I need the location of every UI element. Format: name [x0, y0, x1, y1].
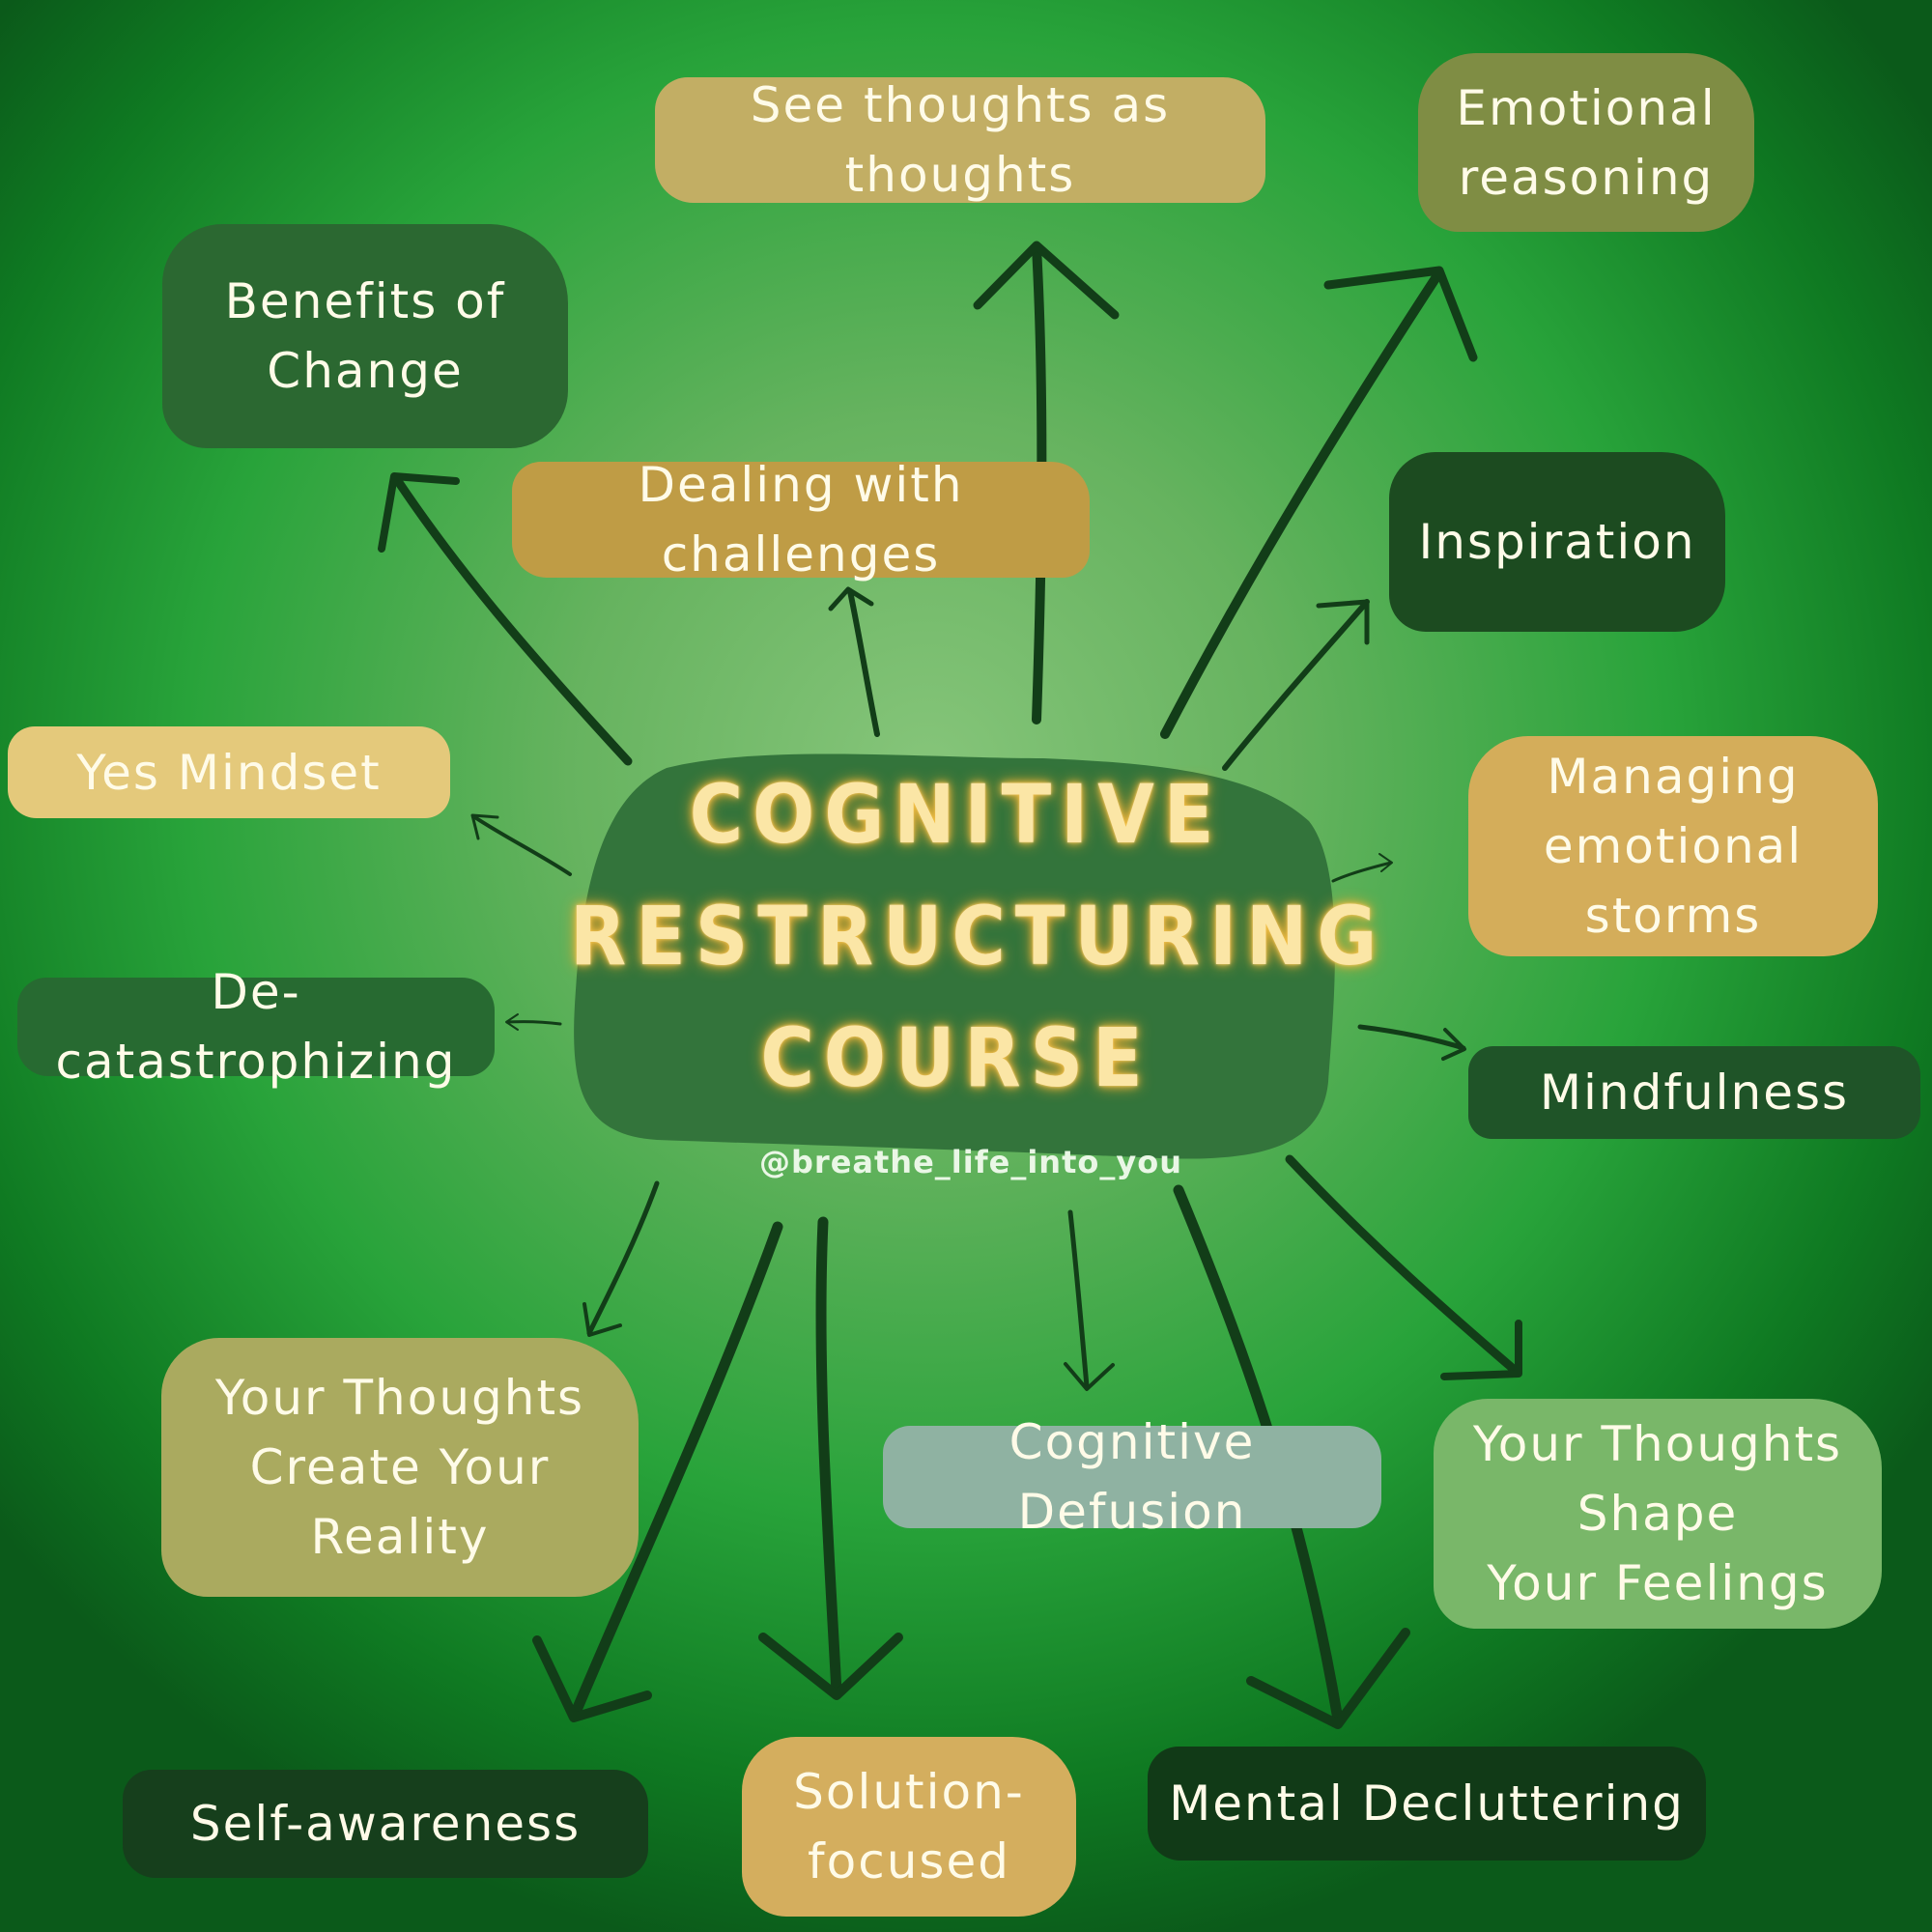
arrowhead-see-thoughts: [973, 241, 1120, 320]
arrow-to-dealing-with-challenges: [847, 588, 880, 737]
center-blob: [574, 753, 1335, 1159]
node-your-thoughts-create: Your Thoughts Create Your Reality: [161, 1338, 639, 1597]
arrow-to-your-thoughts-shape: [1285, 1154, 1521, 1377]
node-label: Solution- focused: [793, 1764, 1025, 1889]
node-de-catastrophizing: De-catastrophizing: [17, 964, 495, 1090]
arrowhead-your-thoughts-create: [582, 1302, 622, 1337]
node-mental-decluttering: Mental Decluttering: [1148, 1747, 1706, 1861]
node-label: Cognitive Defusion: [1009, 1414, 1256, 1540]
node-label: Emotional reasoning: [1456, 79, 1717, 206]
node-label: Self-awareness: [189, 1796, 582, 1852]
arrowhead-managing-storms: [1378, 853, 1393, 872]
node-label: See thoughts as thoughts: [750, 77, 1171, 203]
node-label: Benefits of Change: [224, 273, 506, 399]
node-label: Mindfulness: [1539, 1065, 1850, 1121]
node-label: Your Thoughts Create Your Reality: [214, 1370, 585, 1565]
arrow-to-de-catastrophizing: [505, 1020, 562, 1026]
node-benefits-of-change: Benefits of Change: [162, 224, 568, 448]
arrowhead-mental-decluttering: [1246, 1628, 1410, 1729]
node-dealing-with-challenges: Dealing with challenges: [512, 457, 1090, 582]
node-mindfulness: Mindfulness: [1468, 1046, 1920, 1139]
arrowhead-de-catastrophizing: [505, 1013, 519, 1031]
arrowhead-mindfulness: [1441, 1028, 1466, 1061]
arrow-to-yes-mindset: [471, 814, 572, 876]
arrowhead-self-awareness: [532, 1635, 652, 1722]
node-label: Dealing with challenges: [638, 457, 964, 582]
arrowhead-emotional-reasoning: [1323, 266, 1478, 362]
arrow-to-your-thoughts-create: [586, 1180, 660, 1336]
node-your-thoughts-shape: Your Thoughts Shape Your Feelings: [1434, 1399, 1882, 1629]
center-title-line-1: Cognitive: [689, 767, 1224, 862]
arrow-to-emotional-reasoning: [1160, 268, 1444, 739]
arrowhead-your-thoughts-shape: [1440, 1320, 1522, 1380]
node-managing-emotional-storms: Managing emotional storms: [1468, 736, 1878, 956]
node-emotional-reasoning: Emotional reasoning: [1418, 53, 1754, 232]
social-handle: @breathe_life_into_you: [759, 1144, 1182, 1180]
center-title-line-2: restructuring: [570, 889, 1387, 983]
node-see-thoughts: See thoughts as thoughts: [655, 77, 1265, 203]
node-yes-mindset: Yes Mindset: [8, 726, 450, 818]
node-label: De-catastrophizing: [55, 964, 457, 1090]
arrow-to-cognitive-defusion: [1067, 1209, 1090, 1389]
center-title: Cognitive restructuring course: [570, 753, 1387, 1119]
node-self-awareness: Self-awareness: [123, 1770, 648, 1878]
node-label: Your Thoughts Shape Your Feelings: [1472, 1416, 1843, 1611]
node-label: Inspiration: [1418, 514, 1696, 570]
arrow-to-managing-storms: [1331, 861, 1393, 883]
arrowhead-dealing-with-challenges: [828, 586, 874, 611]
arrow-to-benefits-of-change: [391, 473, 633, 766]
arrowhead-solution-focused: [758, 1633, 903, 1700]
node-inspiration: Inspiration: [1389, 452, 1725, 632]
arrow-to-mindfulness: [1357, 1024, 1466, 1051]
center-title-line-3: course: [760, 1010, 1152, 1105]
arrowhead-yes-mindset: [470, 813, 499, 840]
node-label: Mental Decluttering: [1169, 1776, 1685, 1832]
arrowhead-benefits-of-change: [378, 472, 460, 553]
arrow-to-inspiration: [1222, 599, 1370, 771]
arrow-to-solution-focused: [815, 1216, 842, 1698]
arrow-to-self-awareness: [569, 1221, 783, 1720]
node-solution-focused: Solution- focused: [742, 1737, 1076, 1917]
arrowhead-cognitive-defusion: [1064, 1362, 1115, 1391]
node-label: Managing emotional storms: [1543, 749, 1804, 944]
node-cognitive-defusion: Cognitive Defusion: [883, 1414, 1381, 1540]
node-label: Yes Mindset: [76, 744, 382, 801]
arrowhead-inspiration: [1316, 599, 1370, 645]
